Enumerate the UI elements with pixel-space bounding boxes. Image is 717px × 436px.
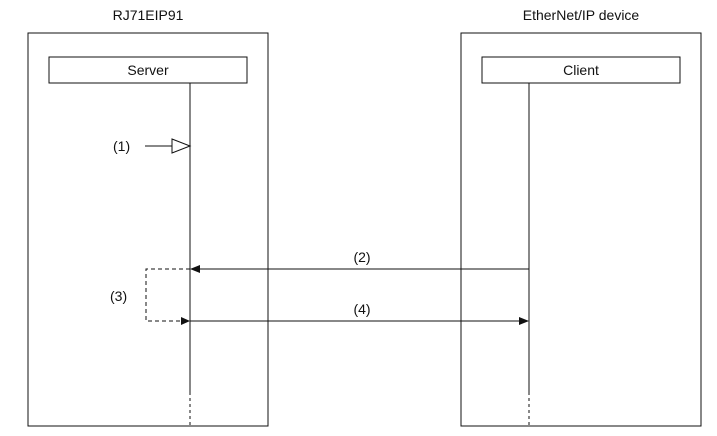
step-4-label: (4) xyxy=(353,301,370,317)
step-3-label: (3) xyxy=(110,288,127,304)
left-device-title: RJ71EIP91 xyxy=(113,7,184,23)
step-2-label: (2) xyxy=(353,249,370,265)
step-1-arrowhead xyxy=(171,138,192,154)
server-label: Server xyxy=(127,62,169,78)
step-3-arrowhead xyxy=(181,317,190,325)
right-device-box xyxy=(460,32,702,427)
client-label: Client xyxy=(563,62,599,78)
step-3-processing-bracket xyxy=(145,268,190,322)
step-1-label: (1) xyxy=(113,138,130,154)
left-device-box xyxy=(27,32,269,427)
right-device-title: EtherNet/IP device xyxy=(523,7,640,23)
client-header-box xyxy=(481,56,681,84)
server-header-box xyxy=(48,56,248,84)
